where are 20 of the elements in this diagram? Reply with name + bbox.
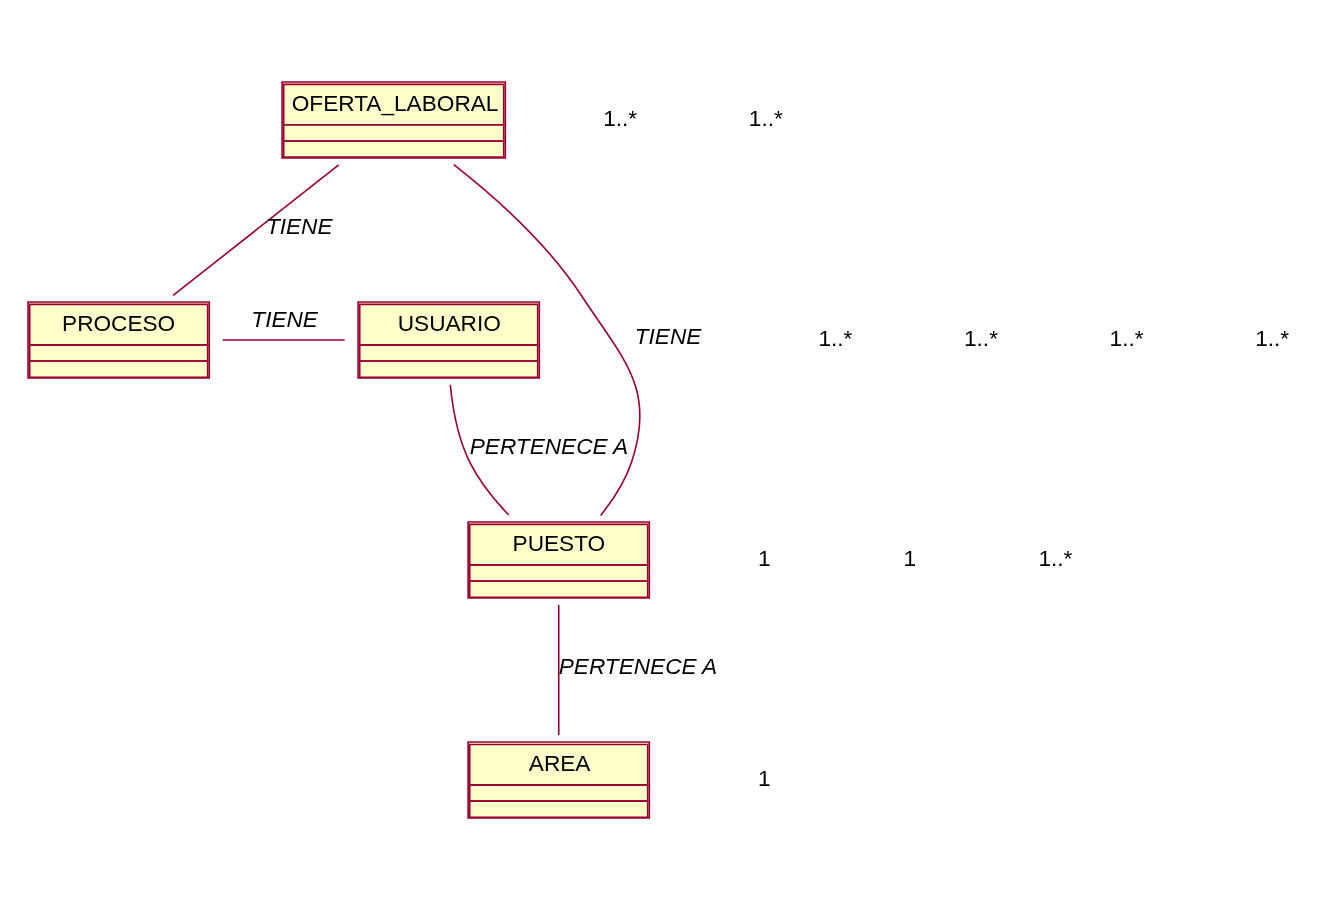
connector: [449, 383, 510, 516]
label: 1: [757, 546, 771, 571]
label: 1: [757, 766, 771, 792]
edge-label: PERTENECE A: [469, 434, 629, 460]
label: 1: [903, 546, 917, 571]
label: 1..*: [963, 325, 998, 351]
connector: [453, 163, 641, 517]
label: 1..*: [1255, 325, 1290, 351]
edge-label: TIENE: [251, 307, 318, 333]
edge-label: TIENE: [634, 324, 702, 350]
label: 1..*: [1038, 546, 1073, 571]
connector: [557, 604, 560, 736]
label: 1..*: [1109, 325, 1144, 351]
label: 1..*: [748, 105, 783, 131]
label: 1..*: [818, 325, 853, 351]
edge-label: TIENE: [265, 214, 333, 240]
label: 1..*: [603, 105, 638, 131]
connector: [221, 339, 346, 341]
edge-label: PERTENECE A: [558, 654, 718, 680]
connector: [172, 164, 340, 297]
